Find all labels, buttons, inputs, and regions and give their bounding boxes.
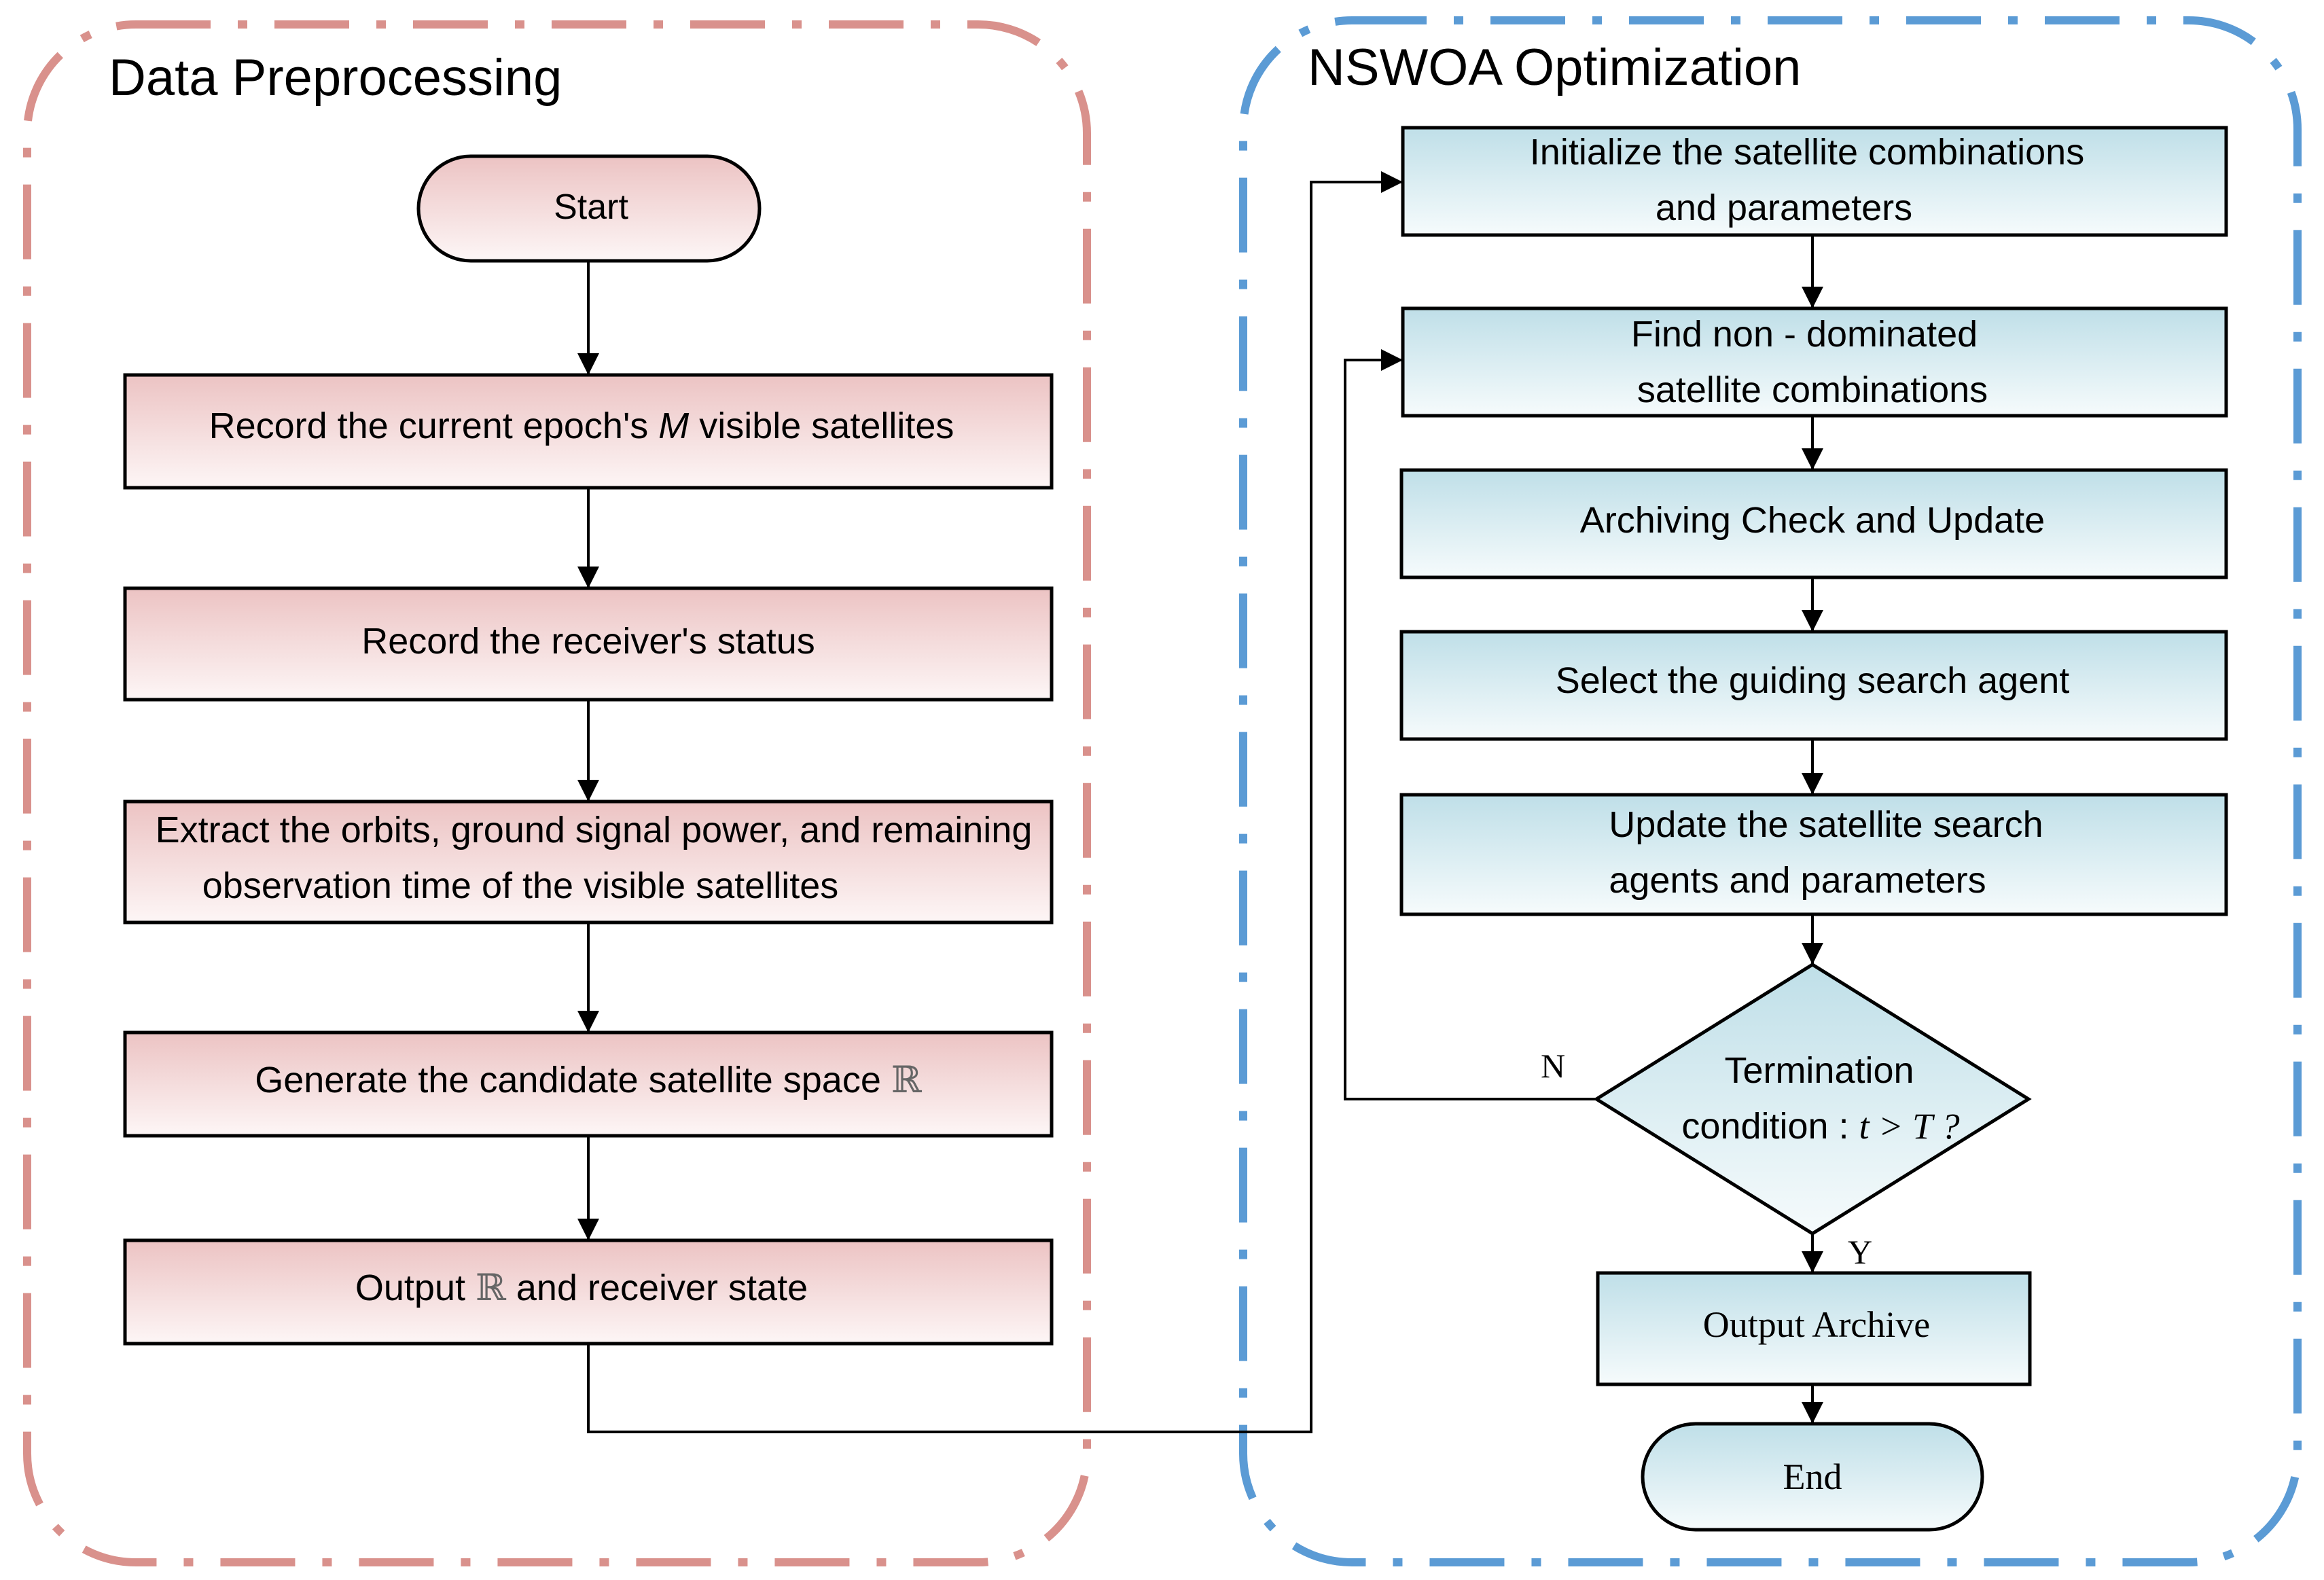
- left-step4-box: [123, 1030, 1054, 1138]
- connector-left-to-right: [587, 171, 1403, 1433]
- left-panel-border: [23, 20, 1091, 1566]
- decision-line2-math: t > T ?: [1859, 1106, 1960, 1147]
- left-step3-line1: Extract the orbits, ground signal power,…: [156, 810, 1033, 850]
- left-step5-symbol: ℝ: [476, 1268, 507, 1308]
- start-label: Start: [554, 187, 628, 227]
- right-step1-line1: Initialize the satellite combinations: [1530, 132, 2084, 173]
- right-step1-box: [1401, 126, 2228, 237]
- no-branch-label: N: [1541, 1047, 1565, 1085]
- right-panel-title: NSWOA Optimization: [1308, 39, 1801, 96]
- left-step5-label: Output ℝ and receiver state: [355, 1268, 808, 1308]
- left-step4-text: Generate the candidate satellite space: [255, 1060, 891, 1100]
- left-step1-italic: M: [658, 406, 689, 446]
- left-step1-text-b: visible satellites: [689, 406, 954, 446]
- termination-decision-diamond: [1593, 963, 2032, 1236]
- right-step5-line1: Update the satellite search: [1609, 804, 2043, 845]
- left-step5-text-b: and receiver state: [506, 1268, 808, 1308]
- decision-line2: condition : t > T ?: [1681, 1106, 1959, 1147]
- left-panel-title: Data Preprocessing: [109, 49, 562, 107]
- left-step4-label: Generate the candidate satellite space ℝ: [255, 1060, 923, 1100]
- left-step3-line2: observation time of the visible satellit…: [202, 865, 838, 906]
- left-step3-box: [123, 800, 1054, 924]
- decision-line1: Termination: [1724, 1050, 1914, 1091]
- left-flow: [577, 171, 1403, 1433]
- right-step5-line2: agents and parameters: [1609, 860, 1986, 901]
- right-step5-box: [1399, 793, 2228, 916]
- right-step2-line2: satellite combinations: [1637, 370, 1988, 410]
- connector-loop-back: [1344, 349, 1596, 1100]
- right-flow: [1344, 235, 1823, 1424]
- end-terminal: [1641, 1422, 1984, 1532]
- right-panel-border: [1239, 16, 2302, 1566]
- right-step2-box: [1401, 306, 2228, 418]
- right-step4-label: Select the guiding search agent: [1556, 660, 2070, 701]
- left-step1-text-a: Record the current epoch's: [209, 406, 659, 446]
- right-step4-box: [1399, 630, 2228, 741]
- output-archive-label: Output Archive: [1703, 1304, 1930, 1345]
- left-step2-box: [123, 586, 1054, 702]
- left-step1-box: [123, 373, 1054, 490]
- yes-branch-label: Y: [1848, 1233, 1872, 1271]
- decision-line2-text: condition :: [1681, 1106, 1859, 1147]
- left-step2-label: Record the receiver's status: [361, 621, 815, 662]
- left-step5-box: [123, 1238, 1054, 1346]
- left-step1-label: Record the current epoch's M visible sat…: [209, 406, 954, 446]
- end-label: End: [1783, 1456, 1842, 1497]
- left-step5-text-a: Output: [355, 1268, 476, 1308]
- start-terminal: [416, 154, 762, 263]
- right-step1-line2: and parameters: [1656, 187, 1912, 228]
- left-step4-symbol: ℝ: [891, 1060, 923, 1100]
- right-step2-line1: Find non - dominated: [1631, 314, 1978, 355]
- output-archive-box: [1596, 1271, 2032, 1386]
- right-step3-box: [1399, 468, 2228, 579]
- right-step3-label: Archiving Check and Update: [1580, 500, 2045, 541]
